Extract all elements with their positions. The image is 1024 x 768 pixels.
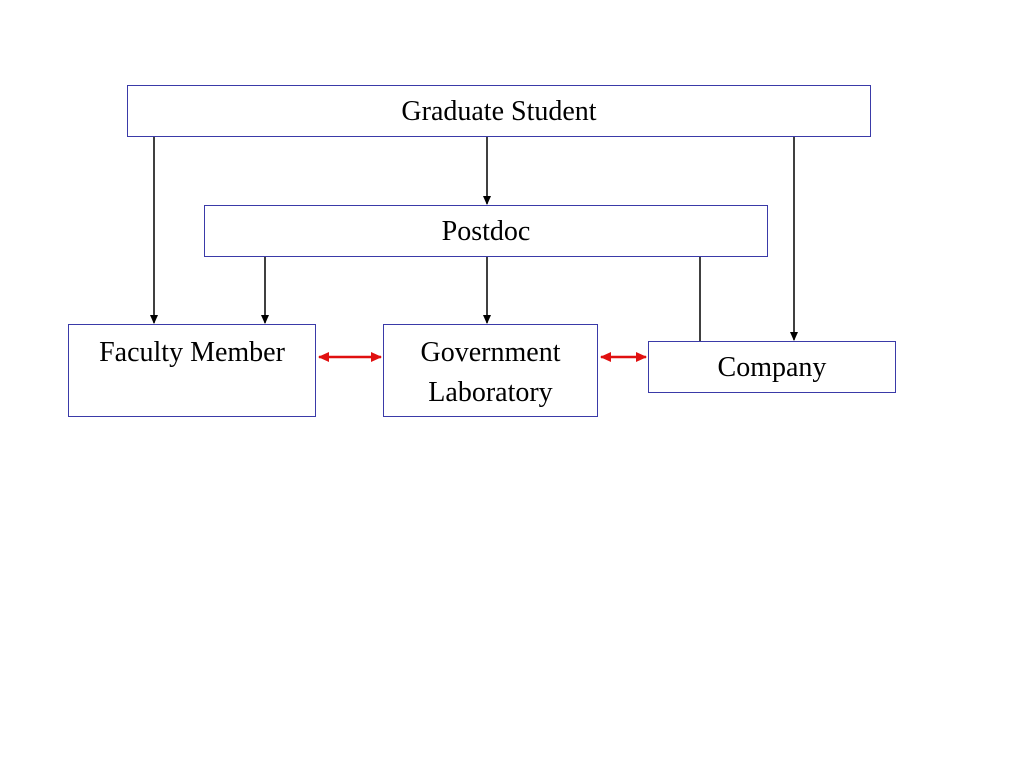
node-graduate-student: Graduate Student xyxy=(127,85,871,137)
node-label-faculty-member: Faculty Member xyxy=(99,337,285,368)
node-faculty-member: Faculty Member xyxy=(68,324,316,417)
node-company: Company xyxy=(648,341,896,393)
node-label-government-line-2: Laboratory xyxy=(428,377,553,408)
node-label-postdoc: Postdoc xyxy=(441,216,531,247)
node-postdoc: Postdoc xyxy=(204,205,768,257)
node-label-company: Company xyxy=(717,352,827,383)
node-government-laboratory: Government Laboratory xyxy=(383,324,598,417)
node-label-government-line-1: Government xyxy=(420,337,561,368)
node-label-graduate-student: Graduate Student xyxy=(401,96,597,127)
